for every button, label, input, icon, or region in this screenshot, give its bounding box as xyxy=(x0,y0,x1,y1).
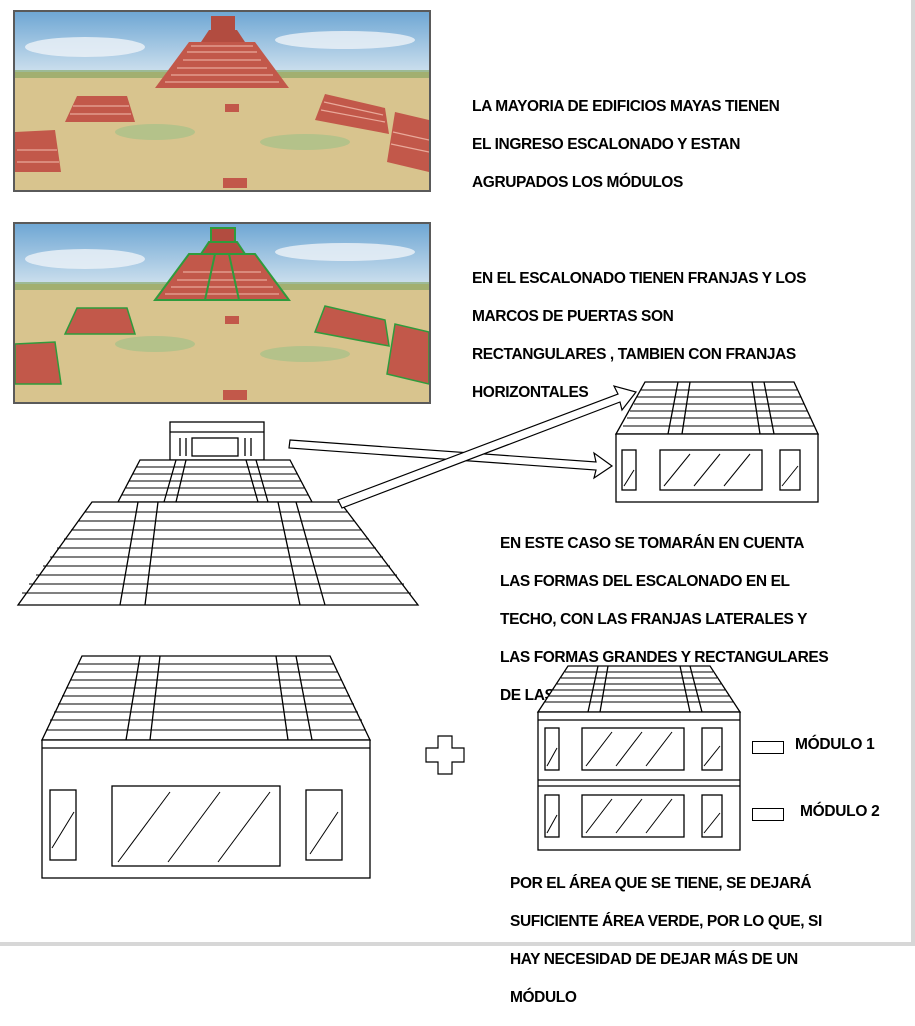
text-line: SUFICIENTE ÁREA VERDE, POR LO QUE, SI xyxy=(510,913,822,930)
module-1-label: MÓDULO 1 xyxy=(795,736,875,753)
text-line: TECHO, CON LAS FRANJAS LATERALES Y xyxy=(500,611,808,628)
text-line: LA MAYORIA DE EDIFICIOS MAYAS TIENEN xyxy=(472,98,780,115)
text-line: POR EL ÁREA QUE SE TIENE, SE DEJARÁ xyxy=(510,875,812,892)
large-house-drawing xyxy=(40,655,372,879)
pyramid-drawing xyxy=(16,421,420,606)
line-drawings xyxy=(16,381,820,879)
text-line: MÓDULO xyxy=(510,989,577,1006)
mayan-plaza-photo xyxy=(13,10,431,192)
two-module-house-drawing xyxy=(536,665,742,851)
text-line: LAS FORMAS DEL ESCALONADO EN EL xyxy=(500,573,790,590)
text-line: MARCOS DE PUERTAS SON xyxy=(472,308,674,325)
house-drawing xyxy=(614,381,820,503)
mayan-plaza-highlighted-photo xyxy=(13,222,431,404)
plus-sign xyxy=(425,735,465,775)
text-line: AGRUPADOS LOS MÓDULOS xyxy=(472,174,683,191)
text-block-2: EN EL ESCALONADO TIENEN FRANJAS Y LOS MA… xyxy=(472,250,806,421)
text-line: EN EL ESCALONADO TIENEN FRANJAS Y LOS xyxy=(472,270,807,287)
arrows xyxy=(288,385,638,509)
text-line: HAY NECESIDAD DE DEJAR MÁS DE UN xyxy=(510,951,798,968)
page-frame xyxy=(0,0,915,946)
text-line: RECTANGULARES , TAMBIEN CON FRANJAS xyxy=(472,346,796,363)
module-2-swatch xyxy=(752,808,784,821)
text-line: EN ESTE CASO SE TOMARÁN EN CUENTA xyxy=(500,535,805,552)
text-line: HORIZONTALES xyxy=(472,384,589,401)
text-block-1: LA MAYORIA DE EDIFICIOS MAYAS TIENEN EL … xyxy=(472,78,780,211)
module-2-label: MÓDULO 2 xyxy=(800,803,880,820)
mayan-plaza-illustration xyxy=(15,12,429,190)
mayan-plaza-highlighted-illustration xyxy=(15,224,429,402)
module-1-swatch xyxy=(752,741,784,754)
text-line: LAS FORMAS GRANDES Y RECTANGULARES xyxy=(500,649,829,666)
text-line: EL INGRESO ESCALONADO Y ESTAN xyxy=(472,136,741,153)
